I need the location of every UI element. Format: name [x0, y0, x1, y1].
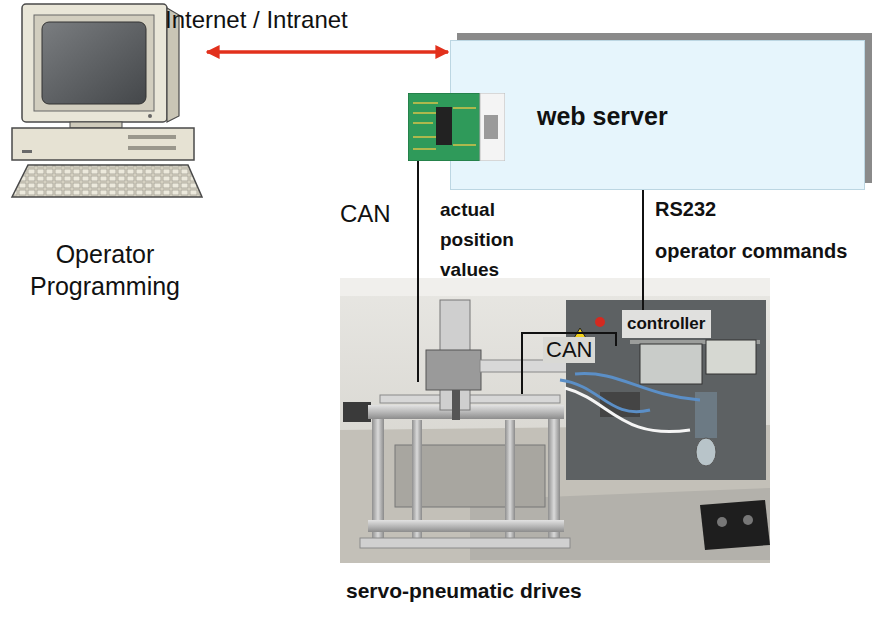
test-rig-node: servo-pneumatic drivescontroller [340, 278, 770, 563]
computer-icon [70, 122, 122, 128]
computer-icon [22, 150, 32, 153]
connection-label: CAN [340, 200, 391, 228]
computer-icon [34, 15, 154, 111]
test-rig-photo [595, 317, 605, 327]
computer-icon [148, 114, 152, 118]
computer-icon [128, 146, 176, 150]
signal-label: CAN [543, 337, 595, 363]
can-interface-card [413, 103, 476, 149]
computer-icon [128, 135, 176, 139]
test-rig-photo [717, 517, 727, 527]
node-text: controller [627, 313, 705, 335]
test-rig-photo [575, 374, 700, 400]
test-rig-photo [340, 278, 770, 563]
node-text: Operator Programming [5, 238, 205, 302]
can-interface-card [436, 107, 452, 145]
test-rig-photo [700, 500, 770, 550]
connection-label: Internet / Intranet [165, 6, 348, 34]
test-rig-photo [600, 392, 640, 417]
signal-label: operator commands [655, 238, 847, 264]
controller-module: controller [622, 310, 711, 338]
test-rig-photo [343, 402, 371, 422]
test-rig-photo [696, 438, 716, 466]
can-interface-card [480, 93, 505, 161]
test-rig-photo [566, 300, 766, 480]
can-interface-card [408, 93, 480, 161]
can-interface-card [484, 115, 498, 139]
test-rig-photo [706, 340, 756, 374]
signal-label: actual position values [440, 195, 540, 285]
wires [522, 333, 616, 394]
test-rig-photo [452, 390, 460, 420]
web-server-box: web server [450, 40, 865, 190]
computer-icon [12, 128, 194, 160]
rs232-line [642, 190, 644, 310]
can-bus-line [417, 161, 419, 278]
test-rig-photo [368, 520, 564, 532]
test-rig-photo [426, 350, 481, 390]
test-rig-photo [743, 515, 753, 525]
test-rig-photo [340, 278, 770, 563]
test-rig-photo [360, 538, 570, 548]
computer-icon [42, 22, 146, 104]
can-interface-card [408, 93, 505, 161]
network-arrow [207, 50, 448, 54]
node-text: web server [537, 99, 668, 133]
computer-icon [22, 4, 167, 122]
node-text: servo-pneumatic drives [346, 578, 766, 604]
wires [418, 278, 616, 394]
computer-icon [12, 165, 202, 197]
connection-label: RS232 [655, 198, 716, 221]
wires [417, 278, 419, 382]
test-rig-photo [340, 278, 770, 296]
test-rig-photo [640, 344, 702, 384]
